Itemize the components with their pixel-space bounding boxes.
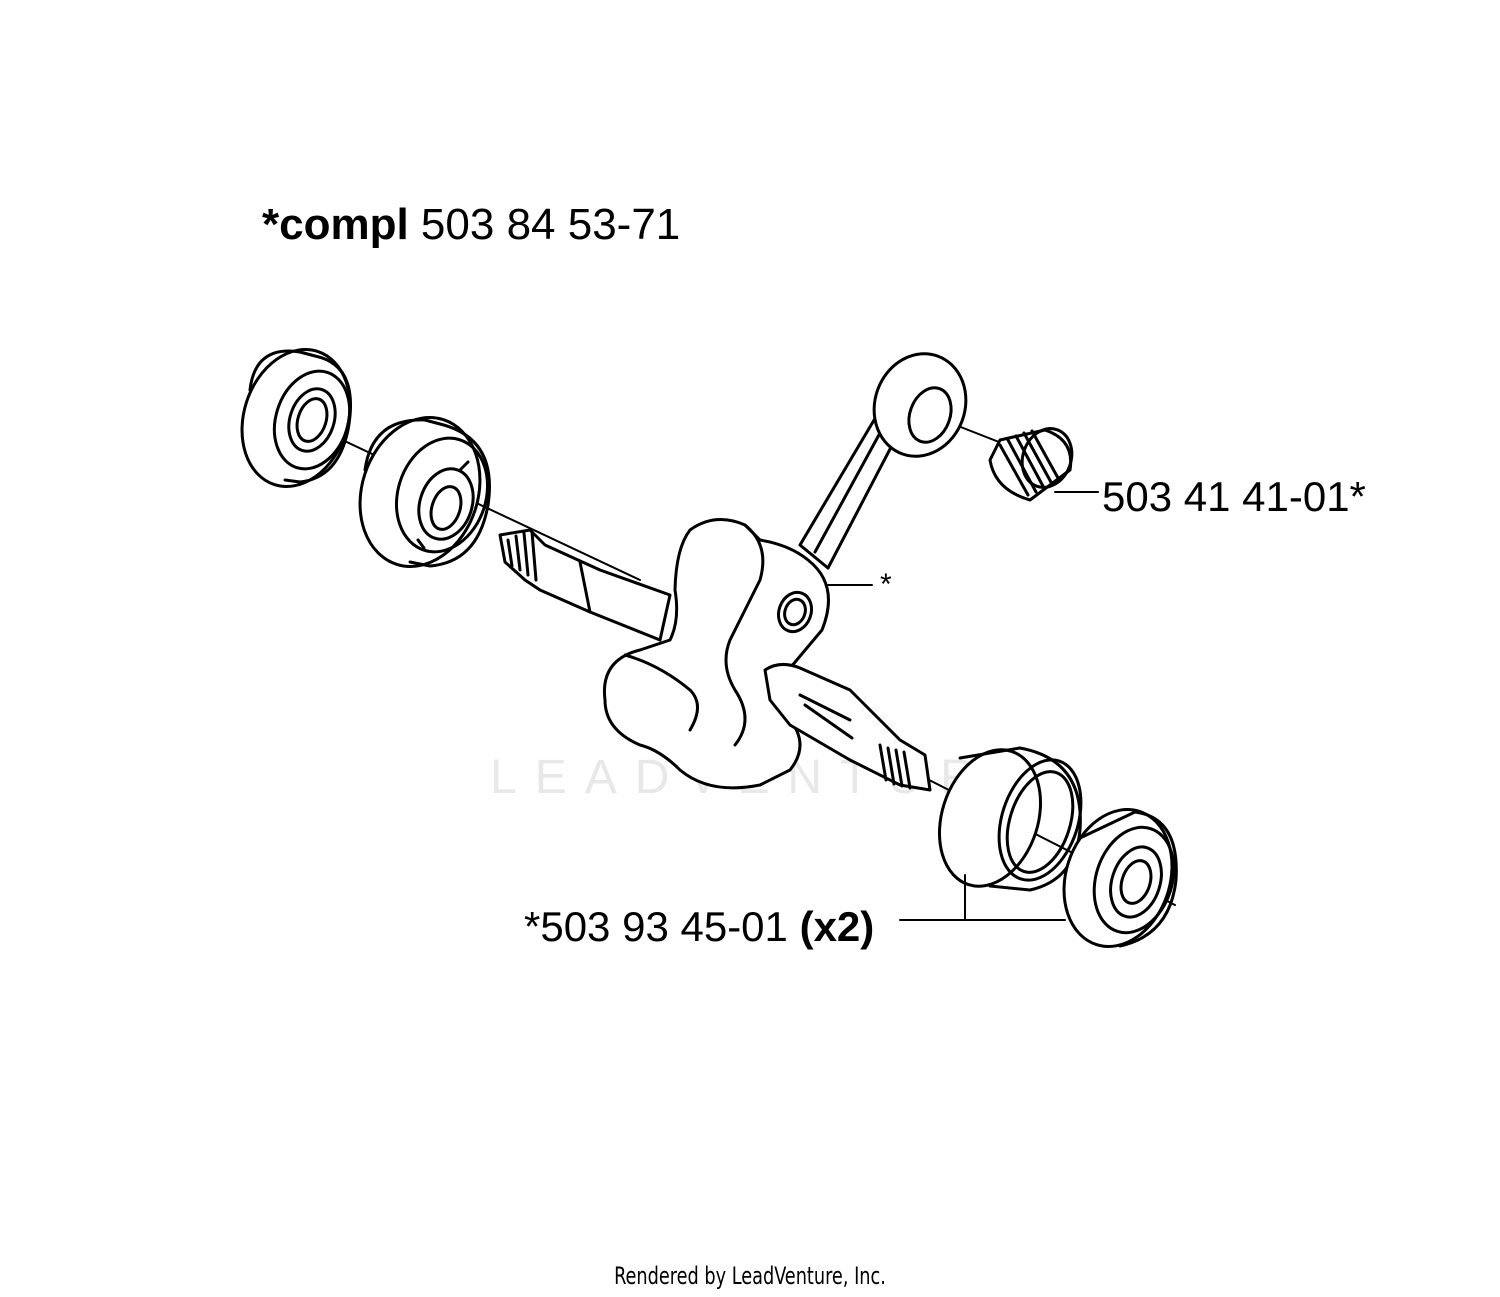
title-part-number: 503 84 53-71 xyxy=(408,200,681,249)
ball-bearing-part-number: *503 93 45-01 xyxy=(524,903,800,950)
needle-bearing xyxy=(988,427,1074,502)
ball-bearing-quantity: (x2) xyxy=(799,903,875,950)
leader-ball-bearings xyxy=(899,874,1066,921)
left-inner-bearing xyxy=(358,416,491,568)
ball-bearing-callout: *503 93 45-01 (x2) xyxy=(524,906,874,948)
connecting-rod xyxy=(798,352,968,570)
left-shaft xyxy=(498,528,672,642)
crank-asterisk-label: * xyxy=(880,568,892,601)
needle-bearing-part-number: 503 41 41-01* xyxy=(1102,473,1366,520)
crank-webs xyxy=(602,518,830,790)
right-inner-bearing xyxy=(937,746,1083,892)
right-shaft xyxy=(763,663,932,792)
footer-credit: Rendered by LeadVenture, Inc. xyxy=(614,1262,886,1290)
right-outer-bearing xyxy=(1062,808,1178,948)
title-prefix: *compl xyxy=(262,200,409,249)
left-outer-bearing xyxy=(240,348,352,488)
assembly-title: *compl 503 84 53-71 xyxy=(262,203,680,247)
